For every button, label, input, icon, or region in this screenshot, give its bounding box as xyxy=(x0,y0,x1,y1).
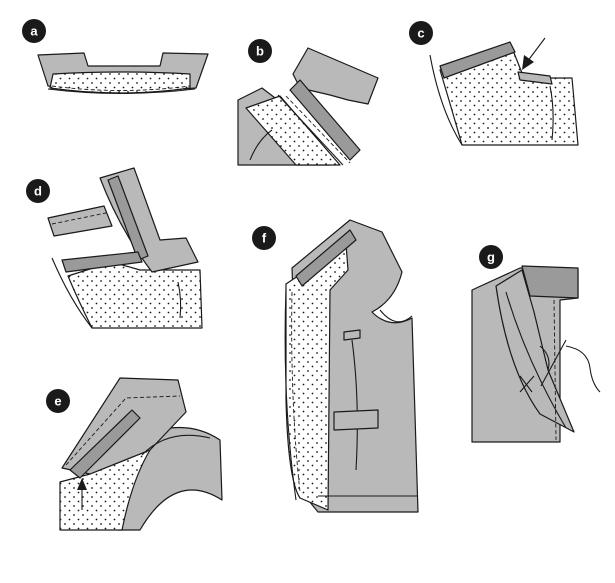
panel-g xyxy=(472,266,600,442)
panel-b xyxy=(238,48,378,165)
step-label-b: b xyxy=(256,44,264,59)
step-label-c: c xyxy=(417,26,424,41)
collar-undercollar xyxy=(50,72,190,93)
step-label-f: f xyxy=(262,231,267,246)
pocket-flap xyxy=(334,410,378,430)
pointer-arrow-head xyxy=(522,55,534,70)
pointer-arrow-shaft xyxy=(527,38,545,62)
step-badge-g: g xyxy=(479,245,503,269)
collar-stand-g xyxy=(522,266,578,298)
front-facing xyxy=(68,262,202,328)
panel-a xyxy=(38,53,208,94)
step-badge-c: c xyxy=(409,21,433,45)
chest-welt xyxy=(344,330,360,340)
step-badge-e: e xyxy=(46,389,70,413)
step-label-g: g xyxy=(487,250,495,265)
step-badge-f: f xyxy=(252,226,276,250)
thread xyxy=(566,346,600,392)
armhole-f xyxy=(380,310,412,322)
step-badge-b: b xyxy=(248,39,272,63)
back-collar-stand xyxy=(48,206,112,236)
panel-d xyxy=(48,168,202,328)
step-label-d: d xyxy=(34,184,42,199)
step-badge-d: d xyxy=(26,179,50,203)
panel-f xyxy=(285,220,418,512)
step-badge-a: a xyxy=(22,19,46,43)
panel-e xyxy=(60,378,222,530)
panel-c xyxy=(430,38,578,145)
step-label-e: e xyxy=(54,394,61,409)
step-label-a: a xyxy=(30,24,38,39)
